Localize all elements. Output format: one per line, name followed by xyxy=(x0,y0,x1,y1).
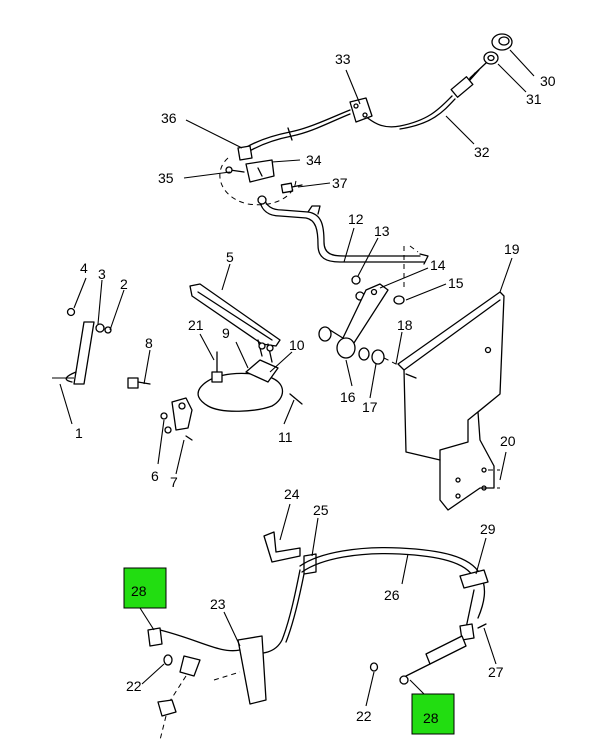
callout-35: 35 xyxy=(158,170,174,186)
callout-labels: 1 2 3 4 5 6 7 8 9 10 11 12 13 14 15 16 1… xyxy=(75,51,556,724)
highlight-label[interactable]: 28 xyxy=(131,583,147,599)
callout-22-right: 22 xyxy=(356,708,372,724)
callout-30: 30 xyxy=(540,73,556,89)
callout-24: 24 xyxy=(284,486,300,502)
callout-37: 37 xyxy=(332,175,348,191)
pedal-lever-assembly xyxy=(52,307,151,389)
highlighted-callout-28-right[interactable]: 28 xyxy=(411,693,455,735)
throttle-rod xyxy=(257,195,429,290)
callout-22-left: 22 xyxy=(126,678,142,694)
callout-2: 2 xyxy=(120,276,128,292)
highlighted-callout-28-left[interactable]: 28 xyxy=(123,567,167,609)
callout-13: 13 xyxy=(374,223,390,239)
callout-8: 8 xyxy=(145,335,153,351)
callout-16: 16 xyxy=(340,389,356,405)
callout-5: 5 xyxy=(226,249,234,265)
callout-36: 36 xyxy=(161,110,177,126)
throttle-cable-upper xyxy=(219,33,513,206)
callout-14: 14 xyxy=(430,257,446,273)
leader-lines xyxy=(59,49,535,707)
callout-29: 29 xyxy=(480,521,496,537)
callout-12: 12 xyxy=(348,211,364,227)
callout-15: 15 xyxy=(448,275,464,291)
callout-33: 33 xyxy=(335,51,351,67)
callout-10: 10 xyxy=(289,337,305,353)
callout-11: 11 xyxy=(278,429,293,445)
callout-20: 20 xyxy=(500,433,516,449)
callout-19: 19 xyxy=(504,241,520,257)
callout-9: 9 xyxy=(222,325,230,341)
callout-4: 4 xyxy=(80,260,88,276)
accelerator-pedal xyxy=(189,283,303,412)
callout-17: 17 xyxy=(362,399,378,415)
callout-25: 25 xyxy=(313,502,329,518)
callout-23: 23 xyxy=(210,596,226,612)
sensor-bracket xyxy=(160,397,193,441)
callout-32: 32 xyxy=(474,144,490,160)
callout-6: 6 xyxy=(151,468,159,484)
highlight-box[interactable] xyxy=(411,693,455,735)
highlight-label[interactable]: 28 xyxy=(423,710,439,726)
mounting-bracket xyxy=(397,291,505,511)
callout-21: 21 xyxy=(188,317,204,333)
callout-18: 18 xyxy=(397,317,413,333)
callout-27: 27 xyxy=(488,664,504,680)
callout-26: 26 xyxy=(384,587,400,603)
callout-3: 3 xyxy=(98,266,106,282)
callout-7: 7 xyxy=(170,474,178,490)
highlight-box[interactable] xyxy=(123,567,167,609)
callout-31: 31 xyxy=(526,91,542,107)
callout-34: 34 xyxy=(306,152,322,168)
linkage-assembly xyxy=(318,275,405,367)
callout-1: 1 xyxy=(75,425,83,441)
throttle-cable-lower xyxy=(147,531,489,741)
